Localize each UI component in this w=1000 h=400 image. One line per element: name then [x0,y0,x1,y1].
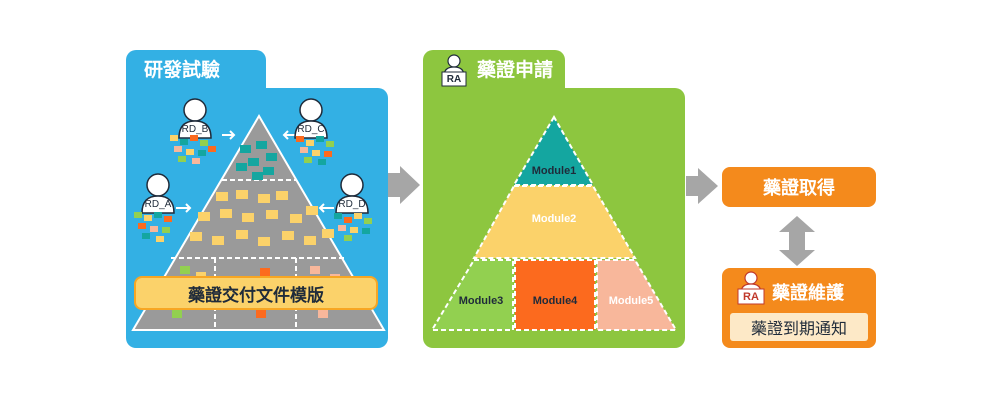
license-obtained-label: 藥證取得 [763,178,835,199]
module2-label: Module2 [532,213,577,225]
maintenance-person-icon [737,271,765,305]
ra-badge-text: RA [446,74,462,85]
module1-label: Module1 [532,165,577,177]
rd-section-tab: 研發試驗 [126,50,266,95]
module3-label: Module3 [459,295,504,307]
maintenance-title: 藥證維護 [772,282,844,306]
module1-shape [512,115,595,186]
module2-shape [472,185,637,259]
rd-b-person-icon [170,98,216,164]
maintenance-title-text: 藥證維護 [772,283,844,304]
double-arrow-icon [779,216,815,266]
rd-c-label: RD_C [297,124,324,135]
module5-shape [596,259,678,331]
maintenance-badge-text: RA [743,291,759,303]
template-label: 藥證交付文件模版 [188,285,324,306]
ra-badge: RA [442,73,466,86]
rd-c-person-icon [294,98,334,165]
rd-b-label: RD_B [182,124,209,135]
module5-label: Module5 [609,295,654,307]
rd-d-label: RD_D [338,199,365,210]
expiry-notice-label: 藥證到期通知 [750,319,847,338]
ra-person-icon [441,54,467,87]
ra-section-title: 藥證申請 [477,59,554,81]
rd-a-label: RD_A [145,199,172,210]
template-label-box: 藥證交付文件模版 [134,276,378,310]
expiry-notice-box: 藥證到期通知 [730,313,868,341]
module3-shape [430,259,514,331]
license-obtained-box: 藥證取得 [722,167,876,207]
rd-a-person-icon [134,173,175,242]
maintenance-badge: RA [738,290,764,304]
module4-label: Module4 [533,295,578,307]
rd-d-person-icon [334,173,372,241]
rd-section-title: 研發試驗 [144,59,221,81]
module4-shape [514,259,596,331]
